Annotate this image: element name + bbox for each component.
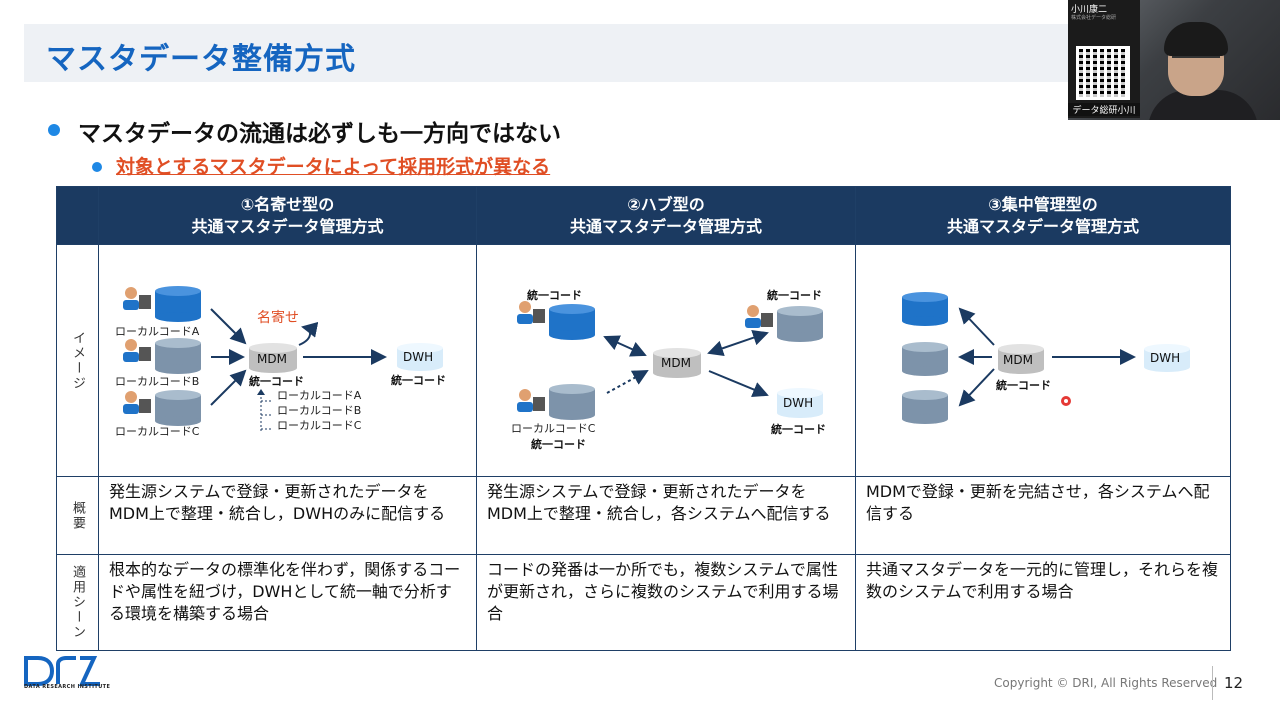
diagram-central: MDM 統一コード DWH	[855, 244, 1231, 477]
overview-central: MDMで登録・更新を完結させ，各システムへ配信する	[855, 476, 1231, 555]
local-code-c-label: ローカルコードC	[115, 425, 200, 438]
dwh-label: DWH	[403, 350, 434, 364]
database-icon-central-mdm	[998, 344, 1044, 374]
webcam-video: 小川康二 株式会社データ総研 データ総研小川	[1068, 0, 1280, 120]
logo-subtitle: DATA RESEARCH INSTITUTE	[24, 684, 111, 690]
database-icon-c1	[902, 292, 948, 326]
overview-nayose: 発生源システムで登録・更新されたデータをMDM上で整理・統合し，DWHのみに配信…	[98, 476, 477, 555]
user-icon-hub-1	[517, 301, 545, 324]
title-bar	[24, 24, 1068, 82]
mdm-label: MDM	[257, 352, 287, 366]
diagram-hub-svg	[517, 301, 823, 420]
database-icon-c2	[902, 342, 948, 376]
diagram-nayose-svg	[123, 286, 443, 431]
sub-local-b: ローカルコードB	[277, 404, 362, 417]
bullet-dot-2	[92, 162, 102, 172]
row-label-scene: 適用シーン	[56, 554, 99, 651]
dri-logo-icon	[24, 656, 100, 686]
hub-unified-1: 統一コード	[527, 289, 582, 302]
diagram-hub: 統一コード 統一コード MDM DWH 統一コード ローカルコードC 統一コード	[476, 244, 856, 477]
row-label-overview: 概要	[56, 476, 99, 555]
database-icon-c3	[902, 390, 948, 424]
header-central: ③集中管理型の共通マスタデータ管理方式	[855, 186, 1231, 245]
presenter-company: 株式会社データ総研	[1071, 15, 1117, 21]
slide-title: マスタデータ整備方式	[46, 42, 356, 77]
page-number: 12	[1224, 674, 1244, 692]
hub-dwh-unified: 統一コード	[771, 423, 826, 436]
hub-local-c: ローカルコードC	[511, 422, 596, 435]
diagram-nayose: ローカルコードA ローカルコードB ローカルコードC 名寄せ MDM 統一コード…	[98, 244, 477, 477]
scene-nayose: 根本的なデータの標準化を伴わず，関係するコードや属性を紐づけ，DWHとして統一軸…	[98, 554, 477, 651]
sub-local-c: ローカルコードC	[277, 419, 362, 432]
diagram-central-svg	[902, 292, 1190, 424]
user-icon-b	[123, 339, 151, 362]
dwh-unified-label: 統一コード	[391, 374, 446, 387]
overview-hub: 発生源システムで登録・更新されたデータをMDM上で整理・統合し，各システムへ配信…	[476, 476, 856, 555]
database-icon-hub-2	[777, 306, 823, 342]
local-code-a-label: ローカルコードA	[115, 325, 200, 338]
footer-divider	[1212, 666, 1213, 700]
presenter-label: データ総研小川	[1068, 103, 1140, 116]
scene-hub: コードの発番は一か所でも，複数システムで属性が更新され，さらに複数のシステムで利…	[476, 554, 856, 651]
header-hub: ②ハブ型の共通マスタデータ管理方式	[476, 186, 856, 245]
hub-dwh-label: DWH	[783, 396, 814, 410]
database-icon-hub-3	[549, 384, 595, 420]
database-icon-c	[155, 390, 201, 426]
user-icon-a	[123, 287, 151, 310]
database-icon-mdm	[249, 343, 297, 373]
sub-local-a: ローカルコードA	[277, 389, 362, 402]
hub-mdm-label: MDM	[661, 356, 691, 370]
database-icon-a	[155, 286, 201, 322]
bullet-1-text: マスタデータの流通は必ずしも一方向ではない	[78, 121, 561, 147]
user-icon-hub-3	[517, 389, 545, 412]
presenter-card: 小川康二 株式会社データ総研 データ総研小川	[1068, 0, 1140, 118]
database-icon-hub-dwh	[777, 388, 823, 418]
user-icon-c	[123, 391, 151, 414]
database-icon-b	[155, 338, 201, 374]
database-icon-hub-mdm	[653, 348, 701, 378]
qr-code-icon	[1076, 46, 1130, 100]
header-nayose: ①名寄せ型の共通マスタデータ管理方式	[98, 186, 477, 245]
comparison-table: ①名寄せ型の共通マスタデータ管理方式 ②ハブ型の共通マスタデータ管理方式 ③集中…	[56, 186, 1231, 651]
nayose-label: 名寄せ	[257, 310, 299, 326]
presenter-name: 小川康二	[1071, 5, 1108, 15]
database-icon-central-dwh	[1144, 344, 1190, 372]
central-unified-label: 統一コード	[996, 379, 1051, 392]
user-icon-hub-2	[745, 305, 773, 328]
bullet-2-text: 対象とするマスタデータによって採用形式が異なる	[116, 156, 551, 178]
table-corner	[56, 186, 99, 245]
local-code-b-label: ローカルコードB	[115, 375, 200, 388]
unified-code-label: 統一コード	[249, 375, 304, 388]
hub-unified-2: 統一コード	[767, 289, 822, 302]
presenter-hair	[1164, 22, 1228, 56]
central-mdm-label: MDM	[1003, 353, 1033, 367]
copyright-text: Copyright © DRI, All Rights Reserved	[994, 676, 1218, 690]
row-label-image: イメージ	[56, 244, 99, 477]
bullet-dot-1	[48, 124, 60, 136]
presenter-glasses	[1172, 56, 1220, 66]
database-icon-hub-1	[549, 304, 595, 340]
hub-unified-3: 統一コード	[531, 438, 586, 451]
scene-central: 共通マスタデータを一元的に管理し，それらを複数のシステムで利用する場合	[855, 554, 1231, 651]
central-dwh-label: DWH	[1150, 351, 1181, 365]
database-icon-dwh	[397, 343, 443, 371]
